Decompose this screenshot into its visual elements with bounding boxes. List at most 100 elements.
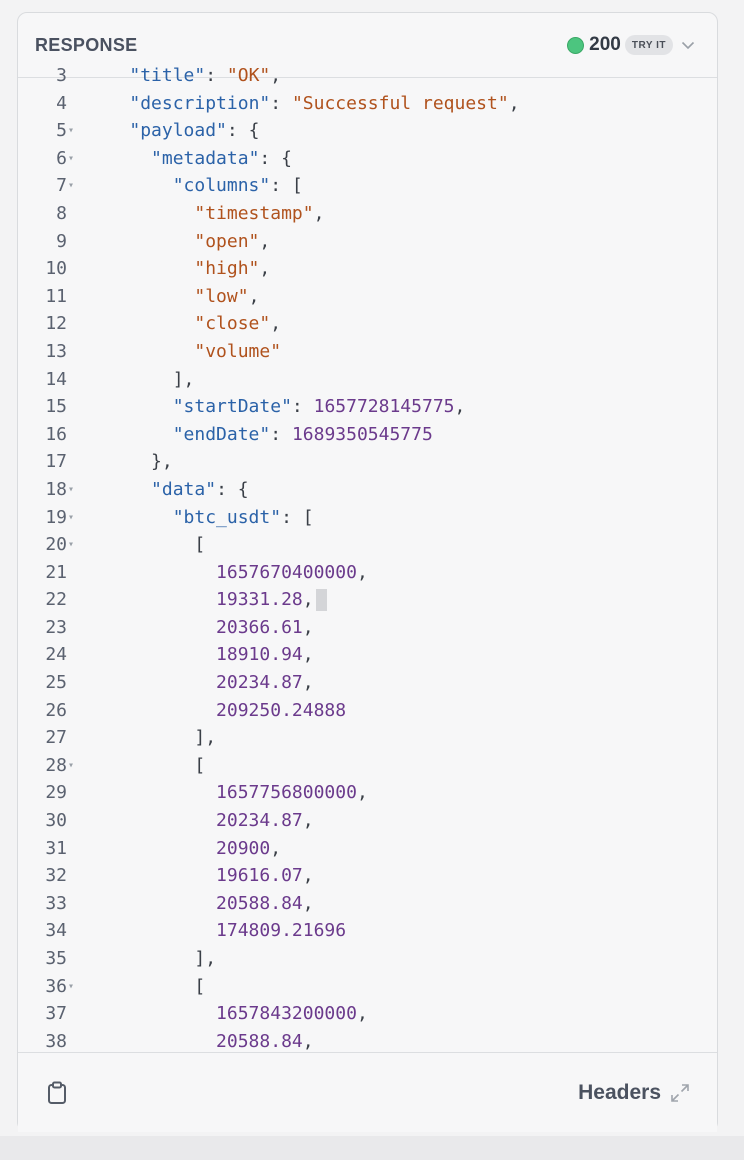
json-punctuation: }, — [151, 451, 173, 473]
code-line: 28▾ [ — [18, 752, 717, 780]
code-line: 3 "title": "OK", — [18, 62, 717, 90]
code-text: "title": "OK", — [86, 62, 281, 90]
line-number: 6 — [56, 147, 67, 169]
line-number: 8 — [56, 202, 67, 224]
fold-toggle-icon[interactable]: ▾ — [68, 511, 75, 523]
line-number: 16 — [45, 423, 67, 445]
json-punctuation: ], — [172, 368, 195, 390]
fold-spacer — [67, 862, 86, 890]
line-number: 34 — [45, 920, 67, 942]
headers-button[interactable]: Headers — [578, 1081, 691, 1105]
code-line: 7▾ "columns": [ — [18, 172, 717, 200]
status-selector[interactable]: 200 TRY IT — [567, 34, 695, 56]
fold-spacer — [67, 641, 86, 669]
code-text: 209250.24888 — [86, 697, 346, 725]
code-text: 1657670400000, — [86, 559, 368, 587]
chevron-down-icon[interactable] — [681, 40, 695, 50]
json-number: 20366.61 — [216, 616, 303, 638]
fold-spacer — [67, 255, 86, 283]
status-code: 200 — [589, 34, 621, 55]
json-key: "title" — [129, 65, 206, 86]
clipboard-icon[interactable] — [47, 1081, 67, 1105]
line-number: 23 — [45, 616, 67, 638]
fold-spacer — [67, 697, 86, 725]
json-punctuation: , — [313, 202, 325, 224]
line-number: 37 — [45, 1003, 67, 1025]
json-punctuation: , — [302, 644, 314, 666]
try-it-button[interactable]: TRY IT — [624, 35, 673, 55]
fold-spacer — [67, 890, 86, 918]
code-text: 20366.61, — [86, 614, 314, 642]
json-punctuation: ], — [194, 727, 217, 749]
code-line: 37 1657843200000, — [18, 1000, 717, 1028]
fold-spacer — [67, 310, 86, 338]
code-line: 9 "open", — [18, 228, 717, 256]
fold-toggle-icon[interactable]: ▾ — [68, 980, 75, 992]
json-punctuation: , — [302, 892, 314, 914]
line-number: 29 — [45, 782, 67, 804]
json-punctuation: : { — [216, 478, 249, 500]
code-text: 19331.28, — [86, 586, 327, 614]
code-text: 19616.07, — [86, 862, 314, 890]
code-line: 25 20234.87, — [18, 669, 717, 697]
line-number: 10 — [45, 258, 67, 280]
line-number: 3 — [56, 65, 67, 86]
code-line: 23 20366.61, — [18, 614, 717, 642]
json-punctuation: , — [270, 313, 282, 335]
json-number: 20588.84 — [216, 1030, 303, 1052]
fold-spacer — [67, 200, 86, 228]
fold-spacer — [67, 807, 86, 835]
json-number: 174809.21696 — [216, 920, 347, 942]
fold-spacer — [67, 945, 86, 973]
json-number: 209250.24888 — [216, 699, 347, 721]
fold-toggle-icon[interactable]: ▾ — [68, 539, 75, 551]
page-bottom-background — [0, 1136, 744, 1160]
line-number: 33 — [45, 892, 67, 914]
json-punctuation: , — [356, 561, 368, 583]
fold-toggle-icon[interactable]: ▾ — [68, 125, 75, 137]
code-line: 33 20588.84, — [18, 890, 717, 918]
line-number: 28 — [45, 754, 67, 776]
code-text: "endDate": 1689350545775 — [86, 421, 433, 449]
code-text: "close", — [86, 310, 281, 338]
code-line: 24 18910.94, — [18, 641, 717, 669]
fold-spacer — [67, 559, 86, 587]
code-line: 4 "description": "Successful request", — [18, 90, 717, 118]
fold-spacer — [67, 669, 86, 697]
response-panel: RESPONSE 200 TRY IT 3 "title": "OK",4 "d… — [17, 12, 718, 1132]
fold-spacer — [67, 228, 86, 256]
json-key: "data" — [151, 478, 217, 500]
line-number: 38 — [45, 1030, 67, 1052]
line-number: 27 — [45, 727, 67, 749]
json-punctuation: , — [356, 782, 368, 804]
fold-spacer — [67, 393, 86, 421]
code-text: }, — [86, 448, 173, 476]
json-string: "low" — [194, 285, 249, 307]
json-punctuation: , — [302, 616, 314, 638]
line-number: 15 — [45, 396, 67, 418]
fold-spacer — [67, 1000, 86, 1028]
code-viewer[interactable]: 3 "title": "OK",4 "description": "Succes… — [18, 65, 717, 1052]
json-punctuation: , — [248, 285, 260, 307]
code-line: 32 19616.07, — [18, 862, 717, 890]
code-line: 10 "high", — [18, 255, 717, 283]
json-number: 20900 — [216, 837, 271, 859]
json-punctuation: , — [270, 65, 282, 86]
line-number: 4 — [56, 92, 67, 114]
code-line: 20▾ [ — [18, 531, 717, 559]
fold-toggle-icon[interactable]: ▾ — [68, 759, 75, 771]
json-punctuation: , — [508, 92, 520, 114]
code-line: 17 }, — [18, 448, 717, 476]
code-line: 14 ], — [18, 366, 717, 394]
code-text: "payload": { — [86, 117, 259, 145]
fold-toggle-icon[interactable]: ▾ — [68, 483, 75, 495]
fold-toggle-icon[interactable]: ▾ — [68, 180, 75, 192]
headers-label: Headers — [578, 1080, 661, 1104]
fold-spacer — [67, 779, 86, 807]
json-number: 20234.87 — [216, 672, 303, 694]
code-text: 20234.87, — [86, 669, 314, 697]
code-text: [ — [86, 752, 205, 780]
fold-toggle-icon[interactable]: ▾ — [68, 152, 75, 164]
json-key: "description" — [129, 92, 271, 114]
code-line: 11 "low", — [18, 283, 717, 311]
